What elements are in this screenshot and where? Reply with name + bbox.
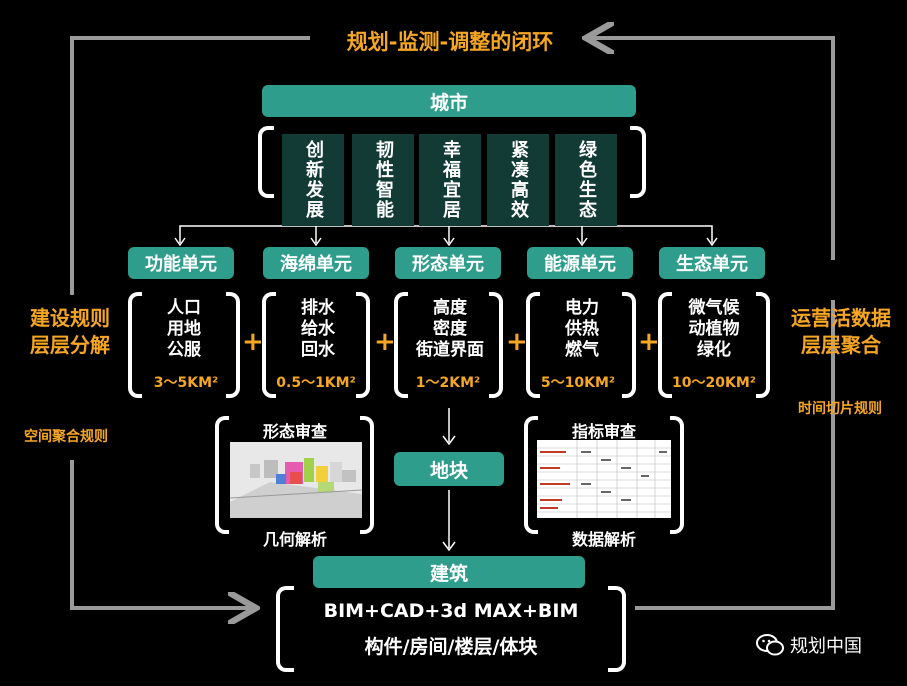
unit-energy-bracket-right [622, 292, 636, 398]
left-side-title: 建设规则 层层分解 [30, 306, 110, 357]
unit-energy-header: 能源单元 [527, 247, 633, 279]
building-banner: 建筑 [313, 556, 585, 588]
loop-title: 规划-监测-调整的闭环 [346, 30, 554, 54]
city-banner: 城市 [262, 85, 636, 117]
value-compact: 紧凑高效 [487, 134, 549, 226]
index-review-title: 指标审查 [571, 422, 636, 441]
plot-box: 地块 [394, 452, 504, 486]
unit-ecology-bracket-left [658, 292, 672, 398]
building-components: 构件/房间/楼层/体块 [364, 636, 538, 658]
unit-function-bracket-right [226, 292, 240, 398]
unit-form-bracket-right [489, 292, 503, 398]
unit-ecology-bracket-right [756, 292, 770, 398]
value-livability: 幸福宜居 [419, 134, 481, 226]
value-innovation: 创新发展 [282, 134, 344, 226]
wechat-icon [756, 634, 784, 656]
index-review-caption: 数据解析 [571, 530, 636, 549]
unit-sponge-bracket-right [356, 292, 370, 398]
unit-function-scale: 3～5KM² [153, 375, 219, 391]
building-bracket-left [276, 586, 294, 672]
unit-function-items: 人口 用地 公服 [167, 298, 201, 360]
building-bracket-right [608, 586, 626, 672]
unit-ecology-scale: 10～20KM² [672, 375, 756, 391]
plus-sign-3: + [506, 327, 528, 357]
shape-review-title: 形态审查 [262, 422, 327, 441]
unit-form-bracket-left [394, 292, 408, 398]
unit-form-scale: 1～2KM² [415, 375, 481, 391]
value-resilience: 韧性智能 [352, 134, 414, 226]
watermark-label: 规划中国 [790, 636, 862, 657]
wechat-watermark: 规划中国 [756, 632, 862, 658]
unit-sponge-bracket-left [262, 292, 276, 398]
unit-function-header: 功能单元 [128, 247, 234, 279]
unit-form-header: 形态单元 [395, 247, 501, 279]
unit-function-bracket-left [128, 292, 142, 398]
unit-sponge-scale: 0.5～1KM² [276, 375, 356, 391]
unit-energy-items: 电力 供热 燃气 [565, 298, 599, 360]
shape-review-caption: 几何解析 [262, 530, 327, 549]
unit-sponge-items: 排水 给水 回水 [301, 298, 335, 360]
plus-sign-2: + [374, 327, 396, 357]
right-side-sub: 时间切片规则 [798, 401, 882, 417]
plus-sign-4: + [638, 327, 660, 357]
unit-ecology-header: 生态单元 [659, 247, 765, 279]
unit-form-items: 高度 密度 街道界面 [416, 298, 484, 360]
right-side-title: 运营活数据 层层聚合 [791, 306, 891, 357]
left-side-sub: 空间聚合规则 [24, 429, 108, 445]
unit-energy-scale: 5～10KM² [540, 375, 616, 391]
index-review-bracket-left [524, 416, 538, 534]
index-review-table-image [537, 440, 671, 518]
building-tools: BIM+CAD+3d MAX+BIM [323, 600, 579, 622]
unit-ecology-items: 微气候 动植物 绿化 [688, 298, 740, 360]
values-left-bracket [258, 126, 274, 198]
unit-sponge-header: 海绵单元 [263, 247, 369, 279]
plus-sign-1: + [242, 327, 264, 357]
shape-review-bracket-right [360, 416, 374, 534]
shape-review-bracket-left [215, 416, 229, 534]
unit-energy-bracket-left [526, 292, 540, 398]
values-right-bracket [630, 126, 646, 198]
shape-review-image [230, 442, 362, 518]
value-green: 绿色生态 [555, 134, 617, 226]
index-review-bracket-right [670, 416, 684, 534]
